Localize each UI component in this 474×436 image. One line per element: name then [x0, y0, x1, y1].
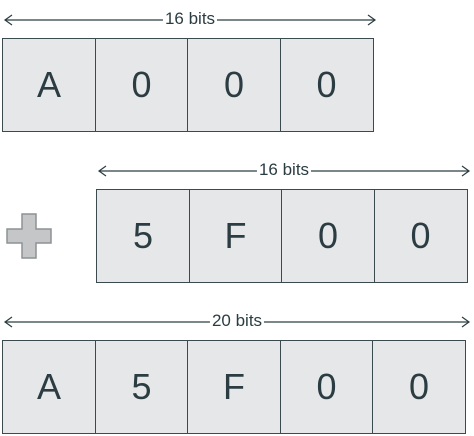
hex-digit-cell: F [188, 189, 283, 283]
bit-width-label: 16 bits [256, 160, 312, 179]
hex-digit-cell: 0 [279, 38, 374, 132]
hex-digit-cell: 0 [279, 340, 374, 434]
plus-icon [6, 213, 52, 259]
hex-digit-cell: 5 [94, 340, 189, 434]
hex-digit-cell: 0 [281, 189, 375, 283]
register-row1: A 0 0 0 [2, 38, 374, 132]
hex-digit-cell: A [2, 38, 96, 132]
dimension-row2: 16 bits [97, 160, 471, 181]
register-row3: A 5 F 0 0 [2, 340, 466, 434]
bit-width-label: 16 bits [162, 9, 218, 28]
dimension-row3: 20 bits [3, 311, 471, 332]
bit-width-label: 20 bits [209, 311, 265, 330]
hex-digit-cell: 0 [372, 340, 466, 434]
hex-digit-cell: 0 [373, 189, 468, 283]
hex-digit-cell: 0 [187, 38, 281, 132]
dimension-row1: 16 bits [3, 9, 377, 30]
hex-digit-cell: F [187, 340, 281, 434]
hex-digit-cell: 5 [96, 189, 190, 283]
hex-digit-cell: 0 [94, 38, 189, 132]
register-row2: 5 F 0 0 [96, 189, 468, 283]
hex-digit-cell: A [2, 340, 96, 434]
